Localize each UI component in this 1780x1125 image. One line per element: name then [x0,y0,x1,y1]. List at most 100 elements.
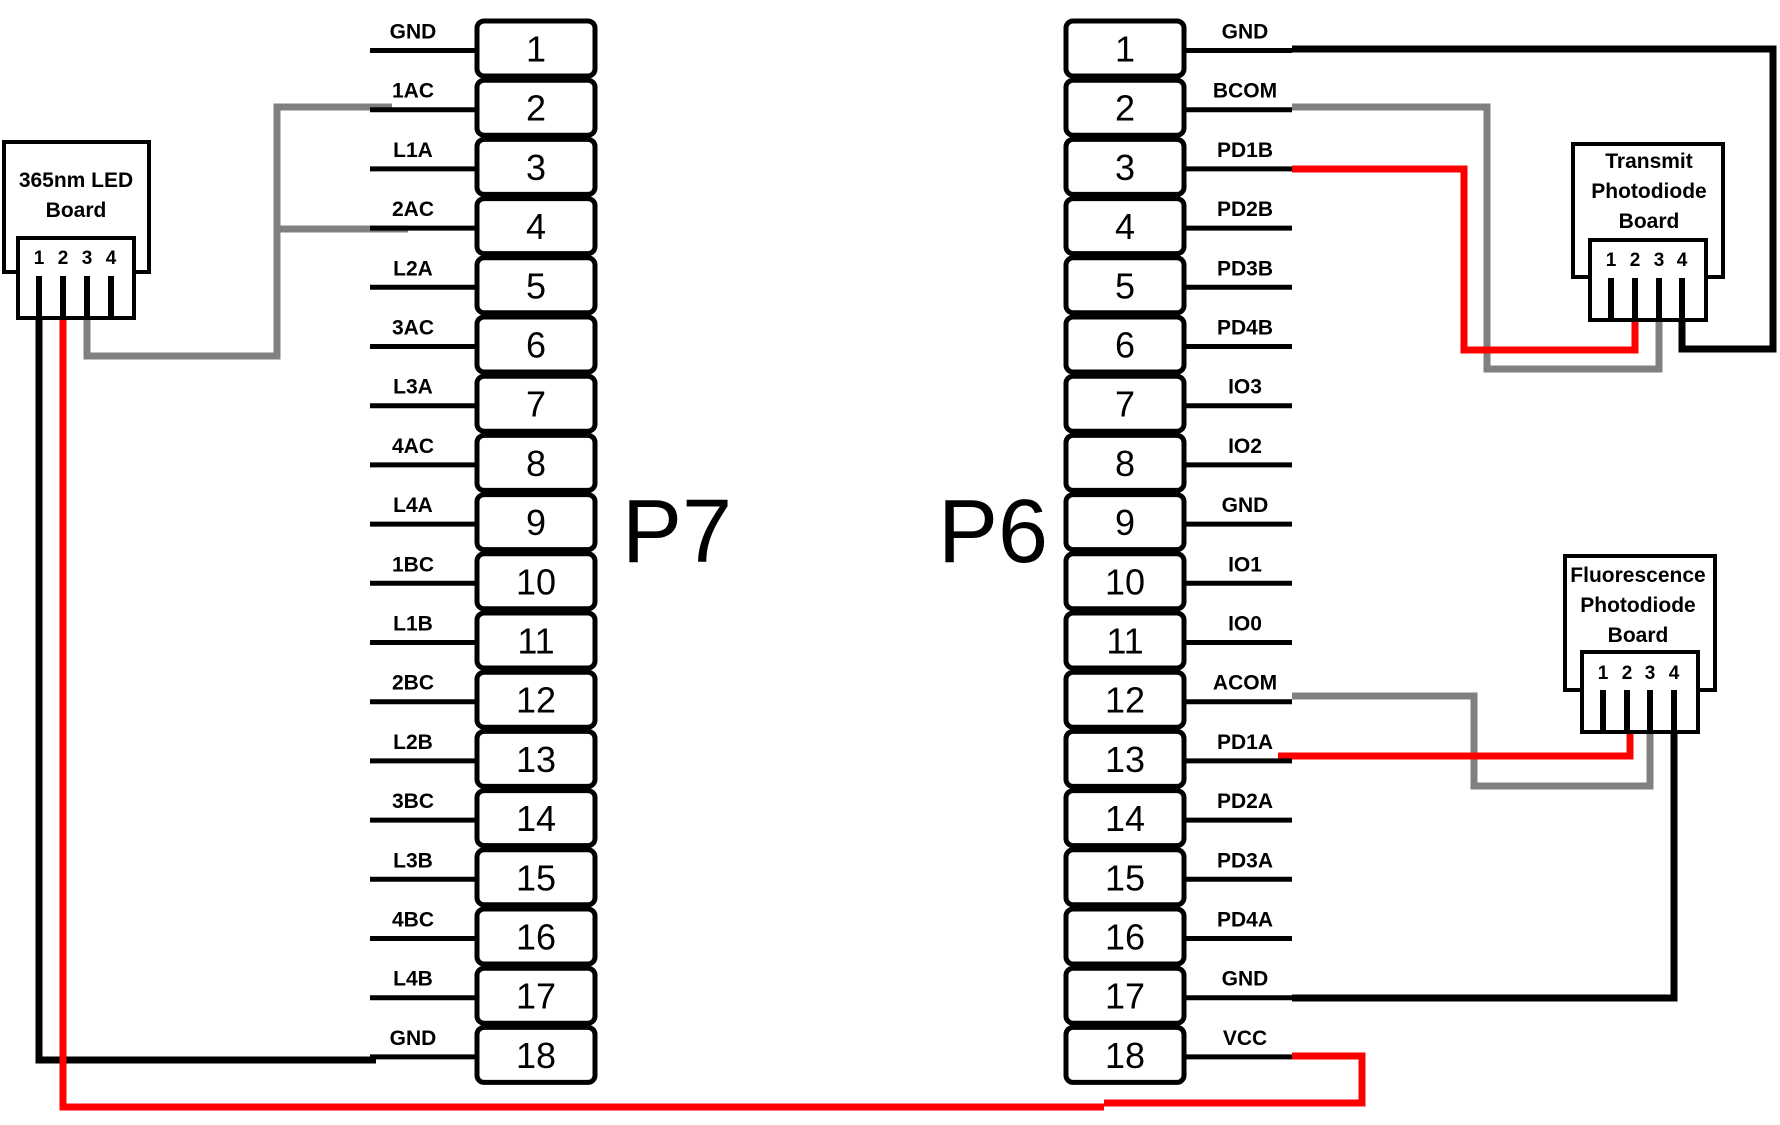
led-connector-pin-4: 4 [106,248,117,269]
header-p6-signal-label: PD3A [1217,849,1273,872]
transmit-connector-pin-3: 3 [1654,250,1665,271]
fluorescence-board-title-line2: Photodiode [1580,594,1695,617]
header-p7-pin-number: 15 [516,857,556,898]
fluorescence-connector-pin-3: 3 [1645,663,1656,684]
wire-transmit-bcom [1292,103,1663,373]
header-p7-signal-label: 3BC [392,790,434,813]
led-board-title-line2: Board [46,199,107,222]
header-p7-pin-5 [474,255,598,316]
header-p7-pin-number: 5 [526,265,546,306]
wire-transmit-pd1b [1292,165,1639,354]
header-p7-signal-label: L1B [393,613,433,636]
header-p7-pin-1 [474,18,598,79]
header-p6-pin-number: 10 [1105,561,1145,602]
header-p7-pin-10 [474,551,598,612]
header-p6-pin-9 [1063,492,1187,553]
header-p7-signal-label: 1AC [392,80,434,103]
header-p6-pin-number: 3 [1115,147,1135,188]
header-p6-pin-4 [1063,196,1187,257]
header-p7-pin-11 [474,610,598,671]
header-p7-pin-number: 1 [526,29,546,70]
header-p6-signal-label: PD4B [1217,317,1273,340]
transmit-board-title-line1: Transmit [1605,150,1693,173]
fluorescence-connector-pin-1: 1 [1598,663,1609,684]
header-p6-signal-label: IO0 [1228,613,1262,636]
fluorescence-board: Fluorescence Photodiode Board 1 2 3 4 [1563,554,1717,734]
header-p6-pin-number: 11 [1106,621,1143,662]
header-p7-signal-label: L2A [393,257,433,280]
transmit-board: Transmit Photodiode Board 1 2 3 4 [1571,142,1725,322]
header-p7-pin-number: 13 [516,739,556,780]
led-connector-pin-1: 1 [34,248,45,269]
led-connector-pin-3: 3 [82,248,93,269]
header-p6-pin-10 [1063,551,1187,612]
header-p7-label: P7 [622,482,732,582]
header-p7-pin-number: 12 [516,680,556,721]
header-p6-pin-number: 1 [1115,29,1135,70]
led-board-title-line1: 365nm LED [19,169,133,192]
header-p6-pin-number: 17 [1105,976,1145,1017]
header-p6-pin-number: 16 [1105,917,1145,958]
header-p7-signal-label: 2AC [392,198,434,221]
header-p6-signal-label: GND [1222,21,1269,44]
header-p7-signal-label: GND [390,1027,437,1050]
fluorescence-connector-pin-4: 4 [1669,663,1680,684]
header-p7-pin-number: 14 [516,798,556,839]
header-p6-pin-6 [1063,314,1187,375]
header-p7-pin-17 [474,965,598,1026]
header-p7-signal-label: 4BC [392,909,434,932]
wires [35,45,1777,1111]
header-p7-pin-13 [474,728,598,789]
header-p7-pin-6 [474,314,598,375]
header-p6-pin-number: 8 [1115,443,1135,484]
header-p6-signal-label: IO2 [1228,435,1262,458]
header-p6-signal-label: PD2B [1217,198,1273,221]
wire-fluor-pd1a [1278,731,1634,760]
header-p7-pin-number: 17 [516,976,556,1017]
header-p6-pin-17 [1063,965,1187,1026]
fluorescence-board-title-line3: Board [1608,624,1669,647]
header-p7-pin-3 [474,136,598,197]
header-p7-pin-14 [474,788,598,849]
wire-p6-vcc [1104,1052,1366,1107]
header-p7-pin-12 [474,669,598,730]
header-p6-signal-label: ACOM [1213,672,1277,695]
header-p7-signal-label: 1BC [392,553,434,576]
header-p7-pin-number: 3 [526,147,546,188]
header-p7-pin-16 [474,906,598,967]
header-p7-pin-number: 11 [517,621,554,662]
header-p7-signal-label: 3AC [392,317,434,340]
header-p6-pin-18 [1063,1024,1187,1085]
header-p6-signal-label: IO3 [1228,376,1262,399]
fluorescence-connector-pin-2: 2 [1622,663,1633,684]
header-p7-pin-18 [474,1024,598,1085]
fluorescence-board-title-line1: Fluorescence [1570,564,1705,587]
header-p7-pin-number: 9 [526,502,546,543]
header-p6-pin-2 [1063,77,1187,138]
header-p6-pin-number: 9 [1115,502,1135,543]
header-p7-signal-label: 4AC [392,435,434,458]
header-p6-pin-number: 13 [1105,739,1145,780]
header-p6-pin-3 [1063,136,1187,197]
header-p6-pin-number: 14 [1105,798,1145,839]
header-p6-pin-12 [1063,669,1187,730]
header-p6-pin-11 [1063,610,1187,671]
header-p6-signal-label: PD4A [1217,909,1273,932]
led-connector-pin-2: 2 [58,248,69,269]
header-p6-signal-label: PD2A [1217,790,1273,813]
header-p6-pin-number: 12 [1105,680,1145,721]
header-p6-signal-label: IO1 [1228,553,1262,576]
header-p7-signal-label: L4A [393,494,433,517]
header-p7-pin-number: 16 [516,917,556,958]
header-p7-signal-label: L1A [393,139,433,162]
wire-fluor-acom [1292,692,1654,790]
transmit-board-title-line3: Board [1619,210,1680,233]
header-p6-pin-number: 18 [1105,1035,1145,1076]
header-p6-signal-label: PD1B [1217,139,1273,162]
header-p7-pin-number: 18 [516,1035,556,1076]
header-p6-pin-5 [1063,255,1187,316]
header-p7-pin-number: 2 [526,88,546,129]
header-p6-pin-8 [1063,432,1187,493]
header-p7-pin-8 [474,432,598,493]
header-p6-pin-number: 4 [1115,206,1135,247]
